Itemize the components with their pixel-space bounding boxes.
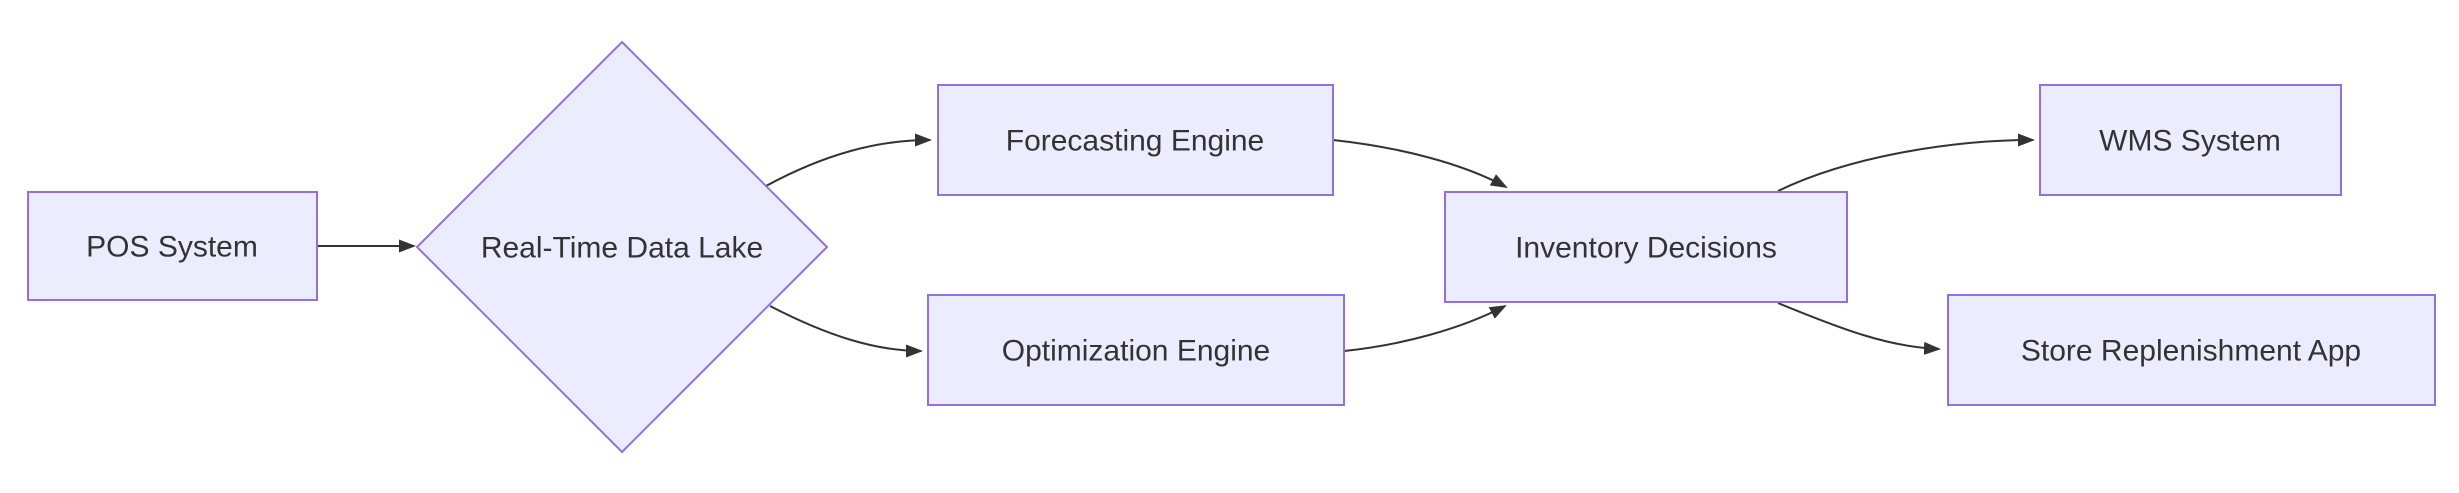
inventory-decisions-label: Inventory Decisions (1515, 232, 1777, 265)
inventory-decisions-box (1444, 191, 1848, 303)
real-time-data-lake-label: Real-Time Data Lake (481, 232, 763, 265)
pos-system-label: POS System (86, 231, 258, 264)
edge-inventory-to-store (1777, 302, 1941, 355)
edge-lake-to-optimize (769, 305, 923, 358)
forecasting-engine-label: Forecasting Engine (1006, 125, 1265, 158)
node-inventory-decisions: Inventory Decisions (1444, 191, 1848, 303)
node-forecasting-engine: Forecasting Engine (937, 84, 1334, 196)
edge-optimize-to-inventory (1343, 305, 1507, 352)
forecasting-engine-box (937, 84, 1334, 196)
edge-inventory-to-wms (1777, 133, 2035, 192)
optimization-engine-label: Optimization Engine (1002, 335, 1270, 368)
edge-forecast-to-inventory (1332, 139, 1508, 188)
node-optimization-engine: Optimization Engine (927, 294, 1345, 406)
edge-layer (317, 133, 2035, 358)
store-replenishment-app-box (1947, 294, 2436, 406)
pos-system-box (27, 191, 318, 301)
store-replenishment-app-label: Store Replenishment App (2021, 335, 2361, 368)
optimization-engine-box (927, 294, 1345, 406)
node-real-time-data-lake: Real-Time Data Lake (415, 40, 829, 454)
node-pos-system: POS System (27, 191, 318, 301)
edge-lake-to-forecast (765, 133, 932, 187)
node-wms-system: WMS System (2039, 84, 2342, 196)
wms-system-label: WMS System (2099, 125, 2281, 158)
node-store-replenishment-app: Store Replenishment App (1947, 294, 2436, 406)
real-time-data-lake-diamond (415, 40, 829, 454)
node-layer: POS System Real-Time Data Lake Forecasti… (27, 40, 2436, 454)
wms-system-box (2039, 84, 2342, 196)
